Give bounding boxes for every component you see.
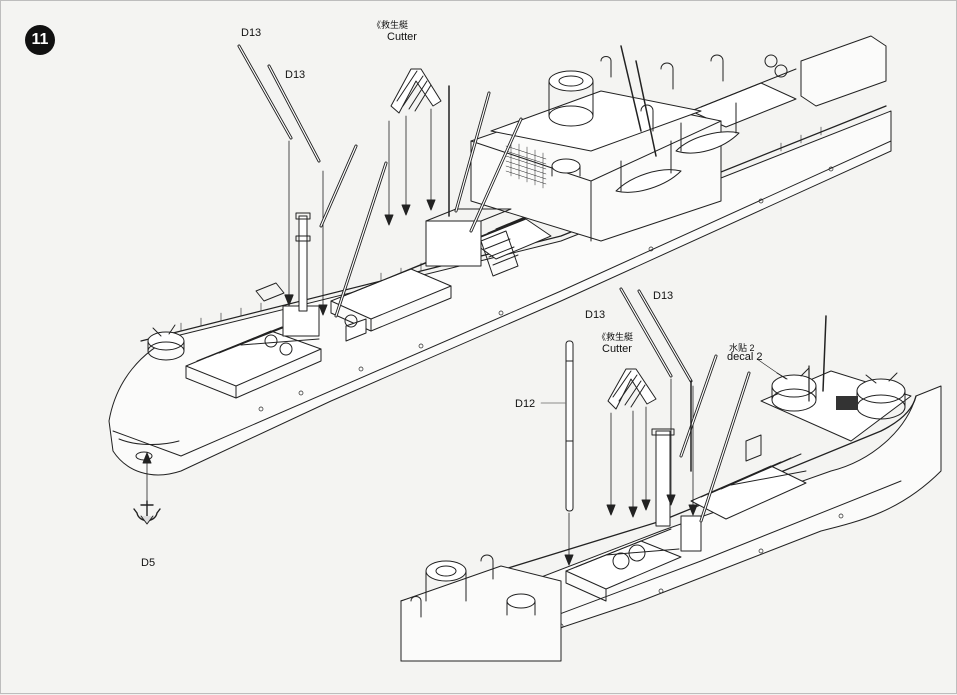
label-decal-cn: 水贴 2 bbox=[729, 343, 755, 353]
label-d5: D5 bbox=[141, 557, 156, 569]
cargo-booms-attached-upper bbox=[319, 45, 657, 318]
part-d13-boom-lower-b bbox=[637, 289, 698, 516]
label-cutter-cn-upper: 《救生艇 bbox=[372, 20, 409, 30]
part-d5-anchor bbox=[133, 452, 161, 525]
cargo-hatch-lower-1 bbox=[690, 453, 807, 520]
step-number: 11 bbox=[31, 31, 49, 48]
label-cutter-cn-lower: 《救生艇 bbox=[597, 332, 634, 342]
label-d13-upper-b: D13 bbox=[285, 69, 306, 81]
label-d12: D12 bbox=[515, 398, 536, 410]
label-cutter-upper: Cutter bbox=[387, 31, 417, 43]
cargo-hatch-2 bbox=[330, 252, 452, 332]
stern-gun-platform-lower bbox=[760, 367, 912, 442]
label-cutter-lower: Cutter bbox=[602, 343, 632, 355]
cargo-hatch-1 bbox=[185, 315, 322, 399]
decal-leader-line bbox=[756, 358, 787, 380]
step-number-badge: 11 bbox=[25, 25, 55, 55]
bow-gun-tub-upper bbox=[147, 324, 185, 361]
part-d13-boom-upper-a bbox=[237, 44, 294, 306]
label-d13-lower-b: D13 bbox=[653, 290, 674, 302]
superstructure-lower bbox=[400, 554, 562, 662]
part-d13-boom-lower-a bbox=[619, 287, 676, 506]
foremast-upper bbox=[255, 212, 367, 356]
part-d12-mast bbox=[540, 340, 574, 566]
cargo-booms-attached-lower bbox=[679, 315, 827, 523]
part-d13-boom-upper-b bbox=[267, 64, 328, 316]
label-d13-upper-a: D13 bbox=[241, 27, 262, 39]
cargo-hatch-lower-2 bbox=[565, 528, 682, 602]
mainmast-lower bbox=[612, 428, 762, 570]
superstructure-upper bbox=[425, 54, 740, 277]
aft-deck-house-upper bbox=[764, 35, 887, 107]
cargo-hatch-3 bbox=[470, 206, 552, 260]
part-cutter-upper bbox=[384, 68, 442, 226]
label-decal: decal 2 bbox=[727, 351, 763, 363]
part-cutter-lower bbox=[606, 368, 657, 518]
label-d13-lower-a: D13 bbox=[585, 309, 606, 321]
